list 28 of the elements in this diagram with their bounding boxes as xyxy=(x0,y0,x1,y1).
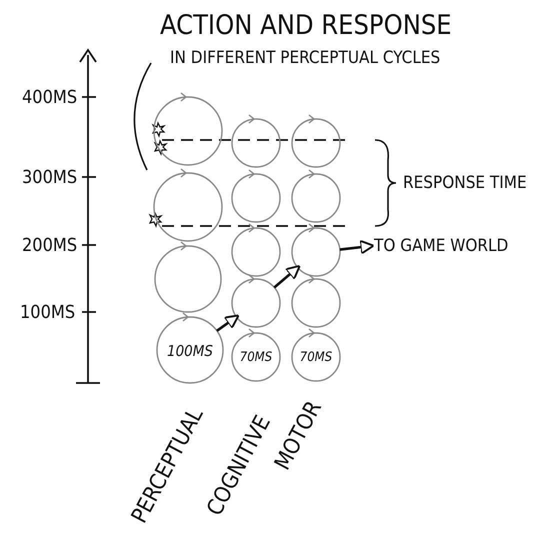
destination-label: TO GAME WORLD xyxy=(374,236,508,256)
arrow xyxy=(273,264,301,288)
cycle-circle xyxy=(231,114,281,168)
cycle-circle xyxy=(231,169,281,223)
title: ACTION AND RESPONSE xyxy=(160,12,452,39)
brace-label: RESPONSE TIME xyxy=(403,175,527,192)
duration-label: 70MS xyxy=(238,351,274,364)
arrow xyxy=(340,240,375,255)
arrow xyxy=(216,314,240,332)
cycle-circle xyxy=(291,169,341,223)
cycle-circle xyxy=(231,223,281,277)
cycle-circle xyxy=(154,241,222,313)
tick-label: 100MS xyxy=(20,304,76,322)
tick-label: 300MS xyxy=(22,169,78,187)
subtitle: IN DIFFERENT PERCEPTUAL CYCLES xyxy=(170,50,440,67)
tick-label: 200MS xyxy=(22,237,78,255)
tick-label: 400MS xyxy=(22,89,78,107)
cycle-circle xyxy=(231,328,281,382)
duration-label: 100MS xyxy=(166,344,214,359)
cycle-circle xyxy=(153,168,223,242)
cycle-circle xyxy=(291,223,341,277)
cycle-circle xyxy=(153,92,223,166)
cycle-circle xyxy=(291,114,341,168)
cycle-circle xyxy=(231,274,281,328)
duration-label: 70MS xyxy=(298,351,334,364)
cycle-circle xyxy=(291,328,341,382)
cycle-circle xyxy=(291,274,341,328)
cycle-circle xyxy=(156,312,224,384)
